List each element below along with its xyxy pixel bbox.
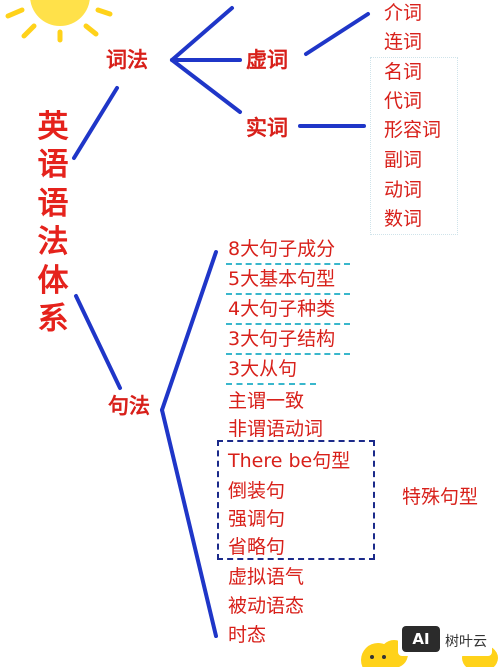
- content-words-box: [370, 57, 458, 235]
- syntax-item: 3大句子结构: [228, 328, 336, 350]
- syntax-item: 8大句子成分: [228, 238, 336, 260]
- node-function-words: 虚词: [246, 48, 288, 72]
- syntax-item-there-be: There be句型: [228, 450, 351, 472]
- ai-logo-icon: AI: [402, 626, 440, 652]
- syntax-item: 非谓语动词: [228, 418, 324, 440]
- syntax-item: 5大基本句型: [228, 268, 336, 290]
- leaf-preposition: 介词: [384, 2, 423, 24]
- syntax-item-inversion: 倒装句: [228, 480, 286, 502]
- syntax-item: 被动语态: [228, 595, 305, 617]
- dashed-underline: [226, 323, 350, 325]
- connector-lines: [72, 6, 370, 638]
- node-morphology: 词法: [106, 48, 148, 72]
- dashed-underline: [226, 383, 316, 385]
- syntax-item: 主谓一致: [228, 390, 305, 412]
- leaf-numeral: 数词: [384, 208, 423, 230]
- syntax-item: 时态: [228, 624, 267, 646]
- watermark-text: 树叶云: [445, 634, 487, 650]
- node-content-words: 实词: [246, 116, 288, 140]
- dashed-underline: [226, 293, 350, 295]
- root-title: 英 语 语 法 体 系: [36, 108, 70, 339]
- leaf-adjective: 形容词: [384, 119, 442, 141]
- node-syntax: 句法: [108, 394, 150, 418]
- watermark-logo: AI 树叶云: [398, 624, 492, 656]
- dashed-underline: [226, 353, 350, 355]
- root-char: 语: [37, 147, 69, 184]
- root-char: 系: [37, 301, 69, 338]
- leaf-conjunction: 连词: [384, 31, 423, 53]
- root-char: 语: [37, 185, 69, 222]
- leaf-noun: 名词: [384, 61, 423, 83]
- root-char: 体: [37, 262, 69, 299]
- special-sentence-label: 特殊句型: [402, 486, 479, 508]
- leaf-adverb: 副词: [384, 149, 423, 171]
- syntax-item-ellipsis: 省略句: [228, 536, 286, 558]
- syntax-item: 4大句子种类: [228, 298, 336, 320]
- syntax-item-emphatic: 强调句: [228, 508, 286, 530]
- leaf-pronoun: 代词: [384, 90, 423, 112]
- dashed-underline: [226, 263, 350, 265]
- syntax-item: 3大从句: [228, 358, 298, 380]
- special-sentence-box: [217, 440, 375, 560]
- root-char: 法: [37, 224, 69, 261]
- leaf-verb: 动词: [384, 179, 423, 201]
- syntax-item: 虚拟语气: [228, 566, 305, 588]
- sun-decoration: [5, 0, 113, 43]
- root-char: 英: [37, 109, 69, 145]
